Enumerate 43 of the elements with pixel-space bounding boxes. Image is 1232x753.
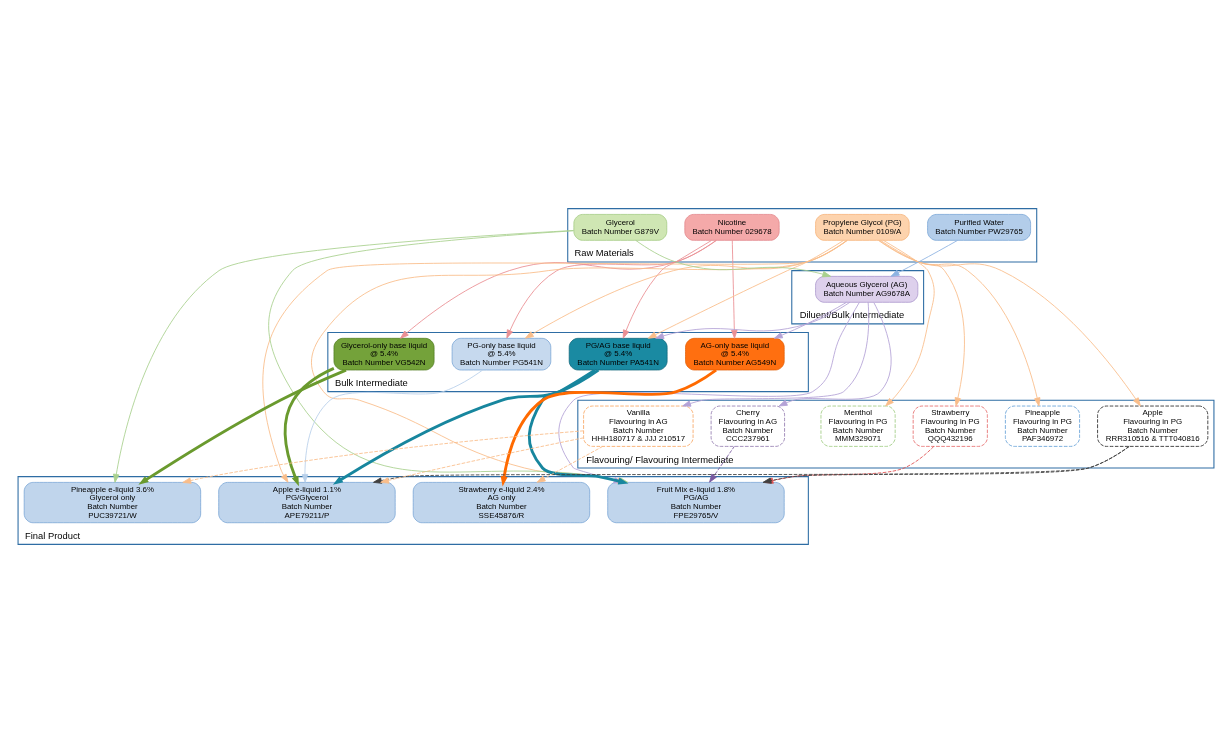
arrow [731,239,738,339]
arrow [536,446,604,483]
arrow [182,430,584,484]
node-box: Propylene Glycol (PG) Batch Number 0109/A [815,214,910,241]
node-box: Glycerol-only base liquid @ 5.4% Batch Number VG542N [333,337,435,371]
node-box: Nicotine Batch Number 029678 [684,214,780,241]
arrow [301,369,484,483]
node-box: PG/AG base liquid @ 5.4% Batch Number PA541N [568,337,668,371]
node-box: PG-only base liquid @ 5.4% Batch Number PG541N [451,337,552,371]
node-box: Cherry Flavouring in AG Batch Number CCC237961 [710,405,785,447]
arrow [113,230,575,483]
arrow [400,240,717,339]
node-box: Fruit Mix e-liquid 1.8% PG/AG Batch Number FPE29765/V [607,482,785,524]
node-box: Apple e-liquid 1.1% PG/Glycerol Batch Number APE79211/P [218,482,396,524]
arrow [635,239,832,278]
node-box: Menthol Flavouring in PG Batch Number MMM329071 [820,405,896,447]
node-box: Vanilla Flavouring in AG Batch Number HHH180717 & JJJ 210517 [583,405,694,447]
arrow [877,239,1141,407]
node-box: Aqueous Glycerol (AG) Batch Number AG9678A [815,276,919,303]
arrow [506,239,717,339]
node-box: Glycerol Batch Number G879V [573,214,668,241]
arrow [890,239,959,277]
node-box: Pineapple Flavouring in PG Batch Number PAF346972 [1005,405,1080,447]
node-box: AG-only base liquid @ 5.4% Batch Number AG549N [685,337,785,371]
arrow [332,369,600,485]
node-box: Pineapple e-liquid 3.6% Glycerol only Batch Number PUC39721/W [23,482,202,524]
arrow [709,446,735,483]
arrow [778,302,892,407]
arrow [524,239,848,339]
arrow [880,240,965,407]
arrow [138,368,347,485]
arrow [883,239,935,407]
node-box: Strawberry e-liquid 2.4% AG only Batch Number SSE45876/R [412,482,591,524]
arrow [647,240,844,339]
arrow [773,302,847,339]
node-box: Purified Water Batch Number PW29765 [927,214,1031,241]
arrow [380,437,584,484]
node-box: Apple Flavouring in PG Batch Number RRR310516 & TTT040816 [1097,405,1209,447]
arrow [283,367,335,487]
node-box: Strawberry Flavouring in PG Batch Number QQQ432196 [912,405,988,447]
arrow [655,301,851,339]
arrow [622,240,712,339]
arrow [878,239,1041,407]
